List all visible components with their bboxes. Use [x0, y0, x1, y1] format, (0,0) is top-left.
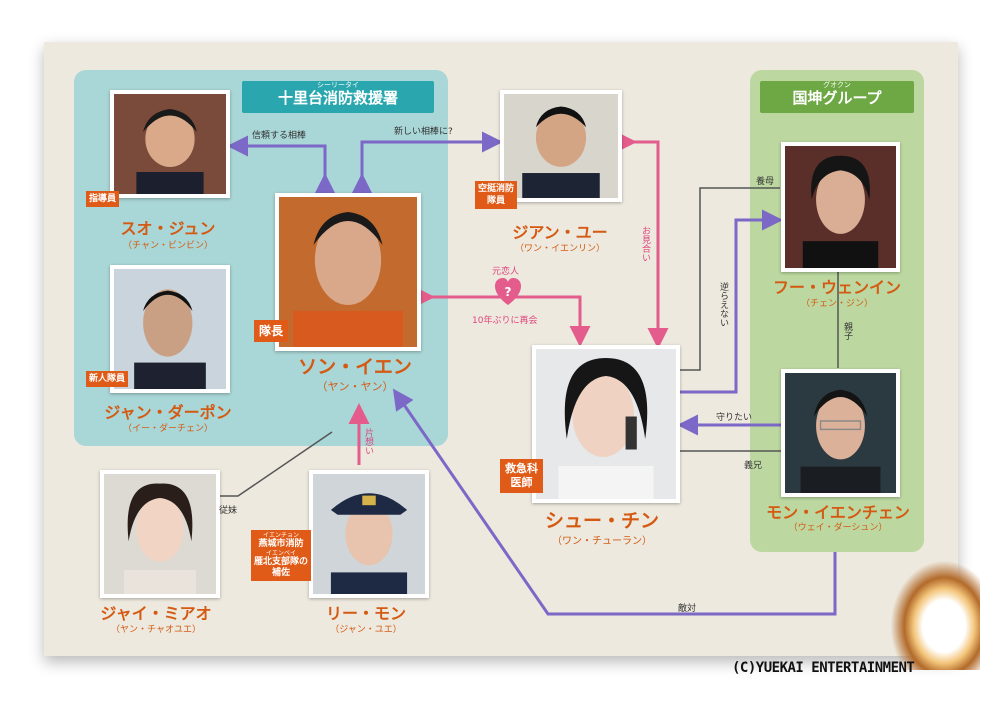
photo-fu-wenyin: [781, 142, 900, 272]
photo-jiang-dapeng: [110, 265, 230, 393]
line-trusted-partner: [227, 135, 336, 194]
line-enemy: [392, 388, 837, 616]
actor-li-meng: （ジャン・ユエ）: [330, 625, 402, 635]
name-fu-wenyin: フー・ウェンイン: [772, 278, 901, 297]
rel-reunion: 10年ぶりに再会: [472, 316, 538, 326]
rel-unrequited: 片想い: [363, 428, 373, 455]
actor-song-yian: （ヤン・ヤン）: [316, 380, 394, 393]
tag-suo-jun: 指導員: [86, 191, 120, 207]
rel-parent-child: 親子: [842, 322, 852, 340]
tag-xu-qin: 救急科医師: [500, 459, 543, 493]
name-song-yian: ソン・イエン: [298, 356, 412, 378]
line-stepmother: [676, 187, 780, 371]
rel-stepbrother: 義兄: [744, 461, 763, 471]
svg-text:?: ?: [505, 285, 512, 299]
rel-new-partner: 新しい相棒に?: [394, 127, 453, 137]
corp-label: グオクン 国坤グループ: [760, 81, 914, 113]
tag-li-meng: イエンチョン 燕城市消防 イエンベイ 雁北支部隊の 補佐: [251, 530, 312, 581]
name-jian-yu: ジアン・ユー: [512, 223, 608, 242]
heart-question-icon: ?: [494, 278, 522, 305]
name-zhai-miao: ジャイ・ミアオ: [100, 604, 212, 623]
actor-fu-wenyin: （チェン・ジン）: [800, 299, 873, 309]
rel-arranged: お見合い: [640, 226, 650, 262]
name-meng-yianchen: モン・イエンチェン: [766, 503, 910, 522]
line-new-partner: [351, 131, 503, 194]
rel-stepmother: 養母: [756, 177, 775, 187]
tag-song-yian: 隊長: [254, 320, 289, 342]
actor-xu-qin: （ワン・チューラン）: [552, 536, 652, 547]
actor-jiang-dapeng: （イー・ダーチェン）: [122, 424, 213, 434]
photo-li-meng: [309, 470, 429, 598]
rel-ex-lover: 元恋人: [492, 267, 520, 277]
photo-meng-yianchen: [781, 369, 900, 497]
rel-enemy: 敵対: [678, 604, 697, 614]
rel-cannot-defy: 逆らえない: [718, 282, 728, 327]
line-arranged: [616, 131, 669, 349]
name-suo-jun: スオ・ジュン: [120, 219, 216, 238]
line-cousin: [215, 431, 333, 497]
name-xu-qin: シュー・チン: [544, 510, 659, 532]
photo-xu-qin: [532, 345, 680, 503]
name-jiang-dapeng: ジャン・ダーポン: [104, 403, 232, 422]
actor-meng-yianchen: （ウェイ・ダーシュン）: [788, 523, 888, 533]
photo-suo-jun: [110, 90, 230, 198]
actor-jian-yu: （ワン・イエンリン）: [515, 244, 605, 254]
tag-jian-yu: 空挺消防隊員: [475, 181, 518, 209]
photo-zhai-miao: [100, 470, 220, 598]
rel-want-protect: 守りたい: [716, 413, 753, 423]
fire-station-label: シーリータイ 十里台消防救援署: [242, 81, 434, 113]
tag-jiang-dapeng: 新人隊員: [86, 371, 129, 387]
actor-suo-jun: （チャン・ビンビン）: [123, 241, 213, 251]
name-li-meng: リー・モン: [325, 604, 406, 623]
actor-zhai-miao: （ヤン・チャオユエ）: [111, 625, 201, 635]
rel-trusted-partner: 信頼する相棒: [252, 131, 307, 141]
rel-half-sister: 従妹: [219, 506, 238, 516]
line-cannot-defy: [676, 209, 783, 394]
photo-jian-yu: [500, 90, 622, 202]
photo-song-yian: [275, 193, 421, 351]
copyright: (C)YUEKAI ENTERTAINMENT: [732, 660, 915, 676]
line-ex-lover: [414, 286, 591, 347]
burn-mark: [890, 560, 980, 670]
